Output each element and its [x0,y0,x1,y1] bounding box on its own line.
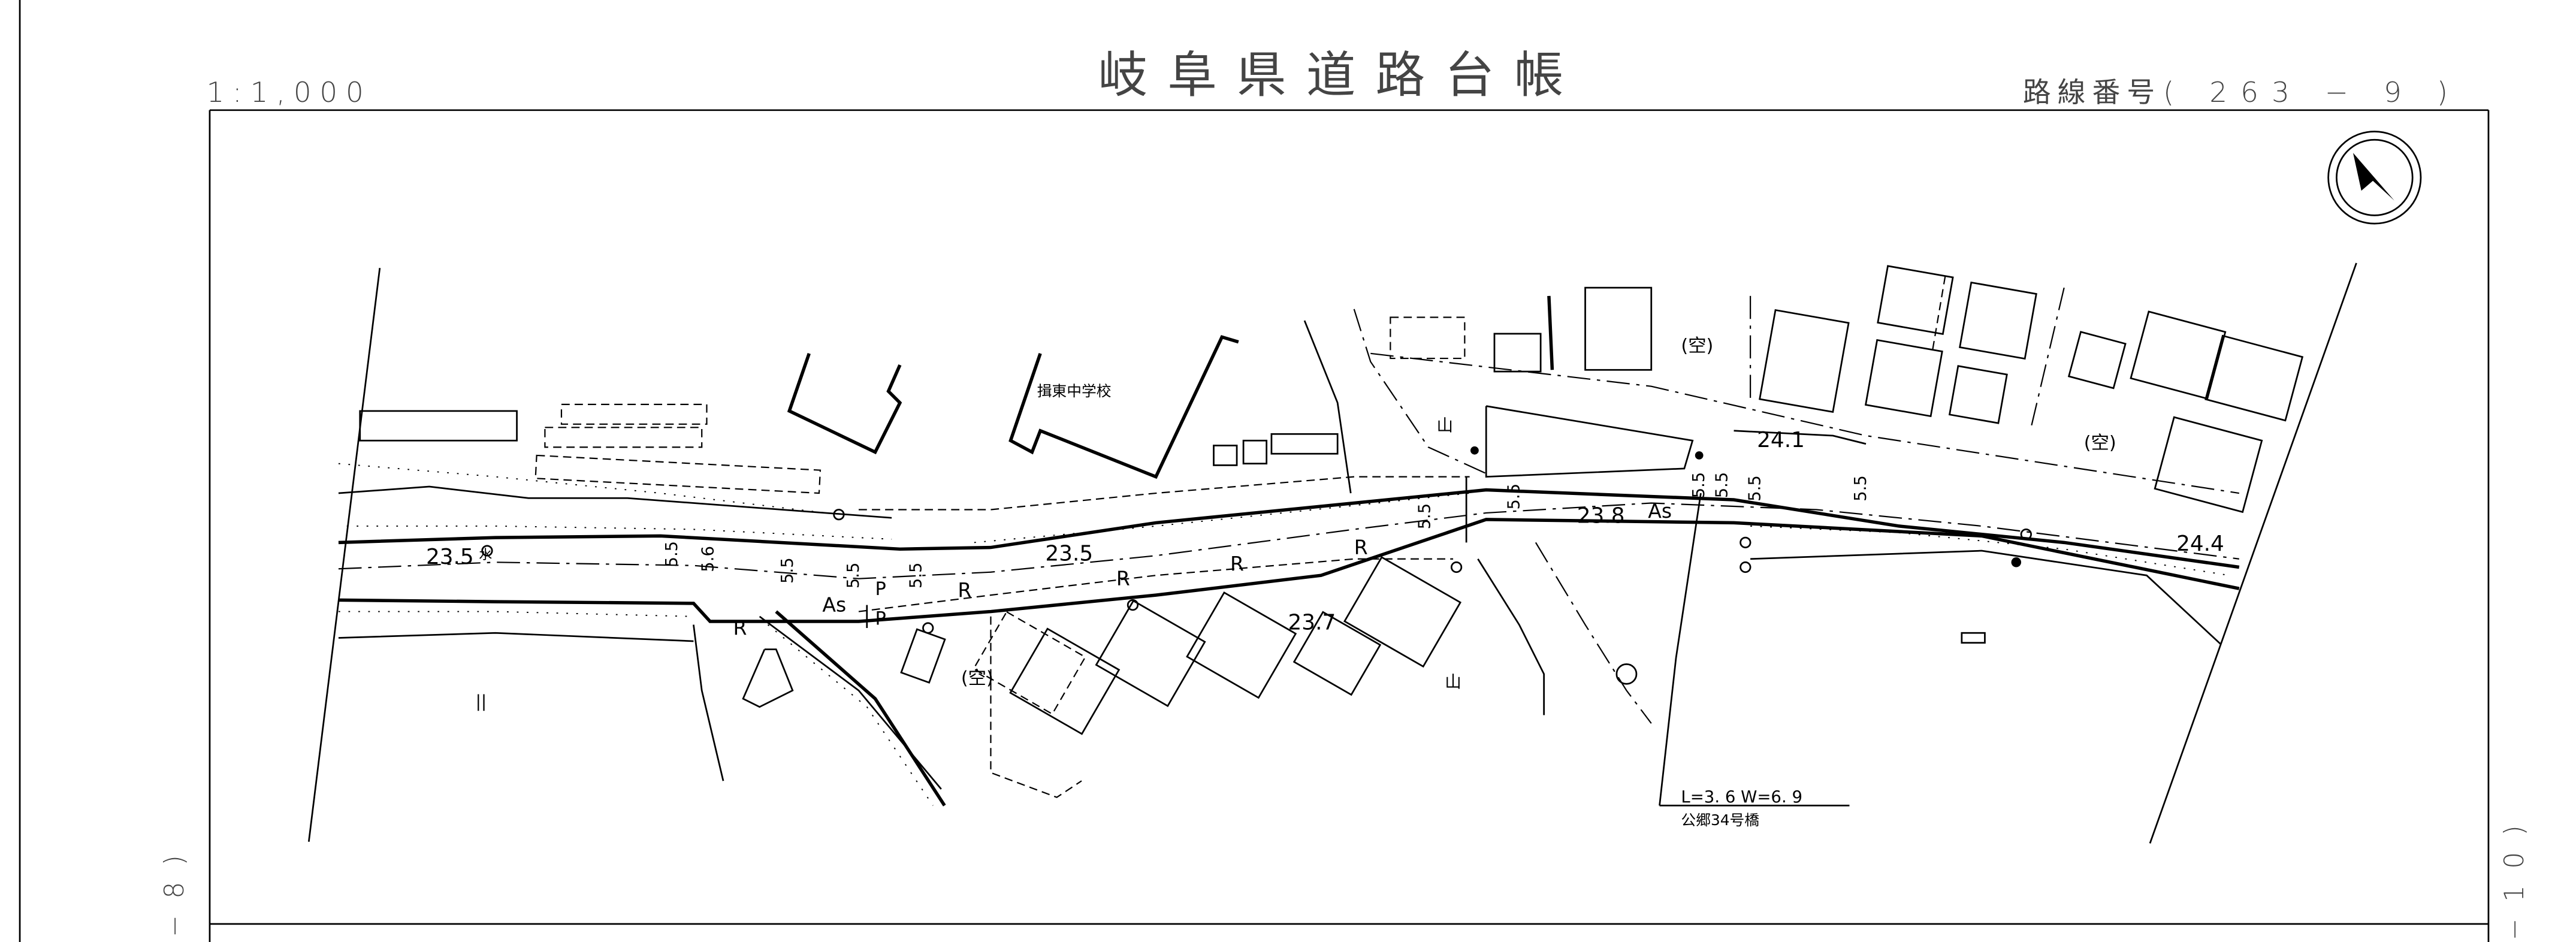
parcel-lines [990,276,2239,807]
road-edges [338,463,2240,642]
road-label: R [1354,536,1368,559]
sheet-title: 岐阜県道路台帳 [1098,47,1584,104]
vacant-label: (空) [1681,336,1713,357]
school-label: 揖東中学校 [1037,382,1112,400]
elevation-label: 23.7 [1288,611,1336,635]
route-number: ( 263 − 9 ) [2163,77,2461,109]
match-line-right [2149,262,2357,844]
mountain-label: 山 [1445,672,1461,692]
width-label: 5.5 [1504,484,1523,510]
school-building [787,335,1239,479]
north-arrow-icon [2327,131,2422,225]
width-label: 5.5 [1712,472,1731,499]
elevation-label: 23.5 [426,545,474,569]
bridge-name: 公郷34号橋 [1681,811,1759,829]
sheet-ref-left: −8) [159,839,190,937]
elevation-label: 23.8 [1577,503,1625,528]
road-label: R [1116,567,1130,590]
mountain-label: 山 [1437,416,1454,435]
asphalt-label: As [822,593,846,617]
survey-markers [481,446,2032,685]
sheet-ref-right: −10) [2499,809,2530,940]
elevation-label: 24.4 [2176,532,2224,556]
road-label: R [1230,552,1244,575]
bridge-dimensions: L=3. 6 W=6. 9 [1681,787,1802,807]
road-label: R [958,578,971,602]
parking-label: P [875,609,886,630]
road-label: R [733,616,747,639]
width-label: 5.5 [662,541,681,567]
width-label: 5.5 [907,563,926,589]
asphalt-label: As [1648,499,1672,523]
width-label: 5.5 [1689,472,1708,499]
route-number-label: 路線番号 [2023,77,2161,109]
width-label: 5.5 [778,557,797,584]
parking-label: P [875,579,886,600]
field-label: || [476,692,487,711]
branch-road [693,610,946,807]
vacant-label: (空) [961,668,993,689]
vacant-label: (空) [2084,433,2116,454]
elevation-label: 24.1 [1757,428,1805,452]
width-label: 5.6 [698,546,717,572]
buildings [359,265,2304,735]
elevation-label: 23.5 [1045,542,1093,566]
width-label: 5.5 [844,563,863,589]
width-label: 5.5 [1415,503,1434,530]
scale-label: 1:1,000 [206,77,372,109]
width-label: 5.5 [1745,475,1765,502]
match-line-left [307,268,381,842]
width-label: 5.5 [1851,475,1870,502]
